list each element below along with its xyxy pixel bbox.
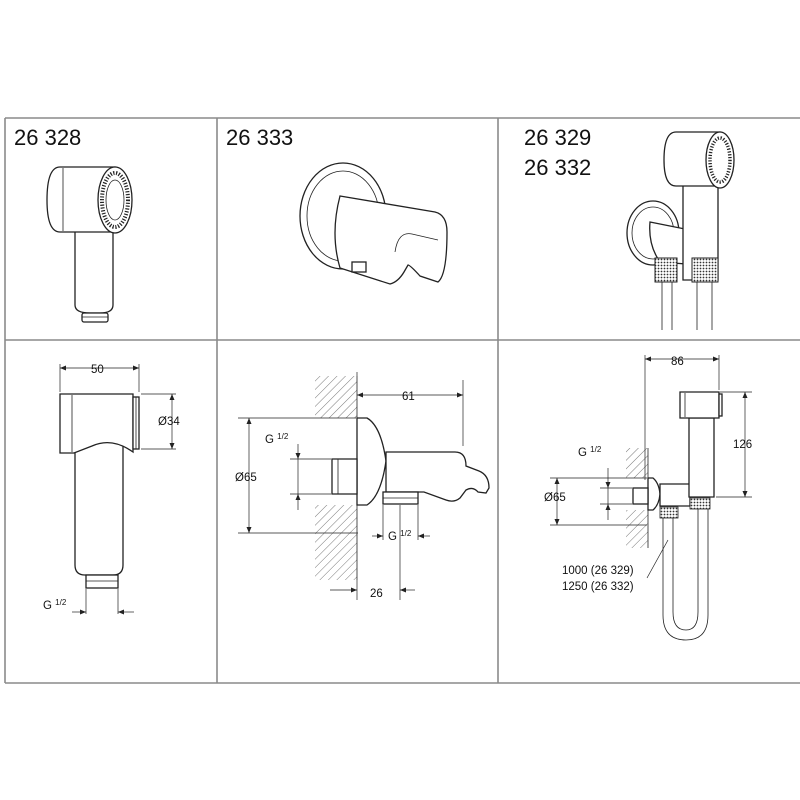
- product-code-26328: 26 328: [14, 125, 81, 150]
- hand-shower-dimension-drawing: [59, 364, 176, 615]
- dim-diameter-34: Ø34: [158, 416, 180, 428]
- dim-diameter-65-set: Ø65: [544, 492, 566, 504]
- product-code-26333: 26 333: [226, 125, 293, 150]
- shower-set-illustration: [626, 131, 735, 330]
- wall-holder-illustration: [299, 162, 448, 285]
- dim-thread-out: G 1/2: [388, 529, 412, 543]
- dim-width-50: 50: [91, 364, 104, 376]
- dim-width-86: 86: [671, 356, 684, 368]
- dim-hose-length-1250: 1250 (26 332): [562, 581, 634, 593]
- hand-shower-illustration: [46, 166, 133, 323]
- dim-thread-set: G 1/2: [578, 445, 602, 459]
- grid-frame: [4, 117, 800, 684]
- dim-offset-26: 26: [370, 588, 383, 600]
- dim-diameter-65: Ø65: [235, 472, 257, 484]
- dim-hose-length-1000: 1000 (26 329): [562, 565, 634, 577]
- dim-height-126: 126: [733, 439, 752, 451]
- shower-set-dimension-drawing: [550, 355, 752, 641]
- product-code-26332: 26 332: [524, 155, 591, 180]
- dim-thread-g: G 1/2: [43, 598, 67, 612]
- dim-thread-in: G 1/2: [265, 432, 289, 446]
- dim-depth-61: 61: [402, 391, 415, 403]
- wall-holder-dimension-drawing: [238, 372, 490, 600]
- product-code-26329: 26 329: [524, 125, 591, 150]
